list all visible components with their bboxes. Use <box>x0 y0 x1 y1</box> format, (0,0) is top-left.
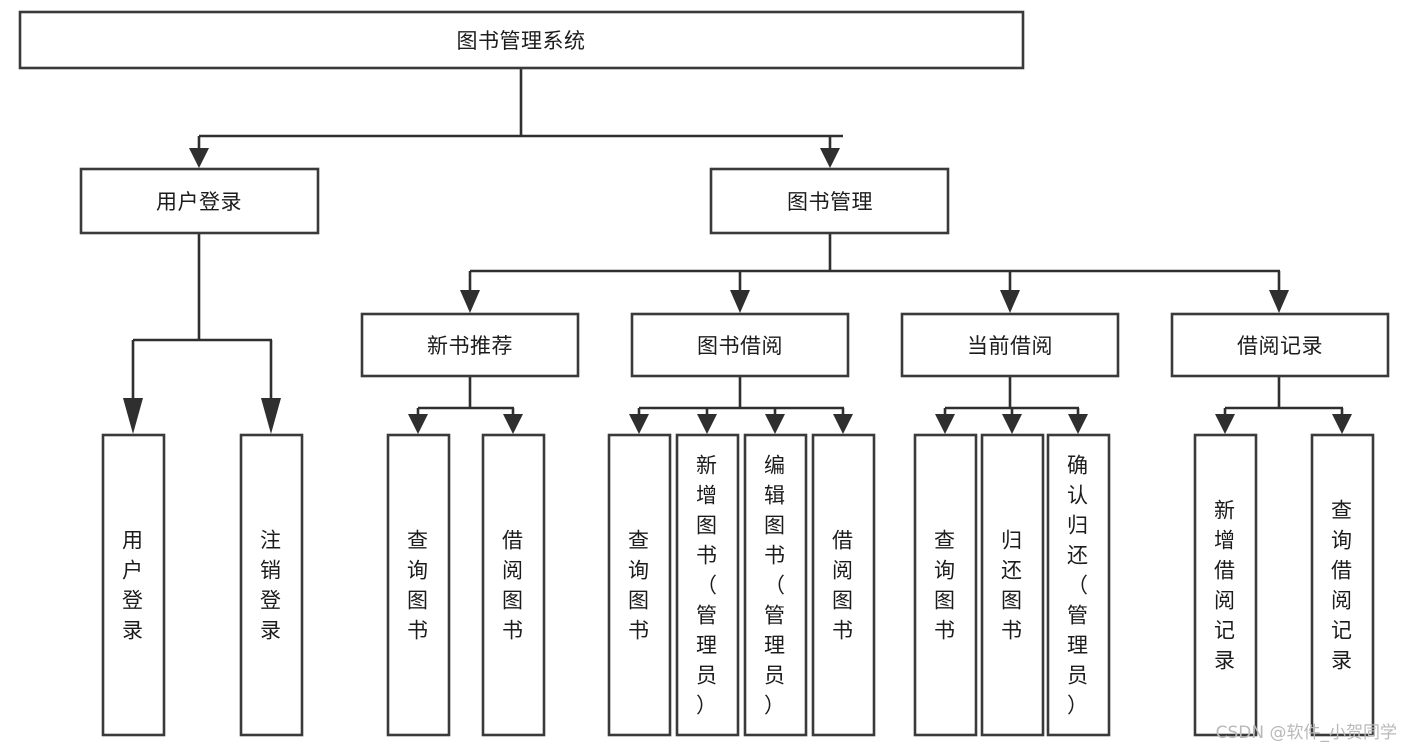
node-root[interactable]: 图书管理系统 <box>18 10 1025 70</box>
node-leaf-confirm-return-label: 确认归还（管理员） <box>1067 454 1089 718</box>
node-leaf-edit-book[interactable]: 编辑图书（管理员） <box>743 433 808 737</box>
arrow-head-leaf-return-book <box>1002 414 1022 434</box>
node-borrow-record-box[interactable] <box>1170 312 1390 378</box>
node-book-borrow[interactable]: 图书借阅 <box>630 312 850 378</box>
arrow-head-new-book-rec <box>460 290 480 313</box>
node-leaf-add-record[interactable]: 新增借阅记录 <box>1193 433 1258 737</box>
node-new-book-rec[interactable]: 新书推荐 <box>360 312 580 378</box>
node-leaf-add-record-box[interactable] <box>1193 433 1258 737</box>
node-leaf-query-record-box[interactable] <box>1310 433 1375 737</box>
node-leaf-user-login-box[interactable] <box>101 433 166 737</box>
node-new-book-rec-box[interactable] <box>360 312 580 378</box>
node-leaf-confirm-return-box[interactable] <box>1046 433 1111 737</box>
arrow-head-leaf-add-book <box>697 414 717 434</box>
node-leaf-edit-book-label: 编辑图书（管理员） <box>764 454 786 718</box>
node-leaf-query-record-label: 查询借阅记录 <box>1331 499 1353 673</box>
node-leaf-confirm-return[interactable]: 确认归还（管理员） <box>1046 433 1111 737</box>
node-current-borrow-label: 当前借阅 <box>967 334 1053 358</box>
arrow-head-leaf-confirm-return <box>1068 414 1088 434</box>
node-book-manage-label: 图书管理 <box>787 190 873 214</box>
arrow-head-leaf-query-book-1 <box>408 414 428 434</box>
arrow-head-leaf-edit-book <box>765 414 785 434</box>
node-leaf-query-book-3-box[interactable] <box>913 433 978 737</box>
arrow-head-leaf-query-book-3 <box>935 414 955 434</box>
node-leaf-logout[interactable]: 注销登录 <box>239 433 304 737</box>
node-leaf-user-login[interactable]: 用户登录 <box>101 433 166 737</box>
arrow-head-leaf-logout <box>261 398 281 434</box>
node-leaf-query-book-3[interactable]: 查询图书 <box>913 433 978 737</box>
node-leaf-borrow-book-2[interactable]: 借阅图书 <box>811 433 876 737</box>
arrow-head-current-borrow <box>1000 290 1020 313</box>
node-book-borrow-box[interactable] <box>630 312 850 378</box>
node-leaf-return-book[interactable]: 归还图书 <box>980 433 1045 737</box>
node-leaf-borrow-book-1[interactable]: 借阅图书 <box>481 433 546 737</box>
node-new-book-rec-label: 新书推荐 <box>427 334 513 358</box>
csdn-watermark: CSDN @软件_小贺同学 <box>1215 723 1397 743</box>
arrow-head-leaf-query-book-2 <box>629 414 649 434</box>
arrow-head-leaf-add-record <box>1215 414 1235 434</box>
node-leaf-borrow-book-1-label: 借阅图书 <box>502 529 524 643</box>
node-borrow-record[interactable]: 借阅记录 <box>1170 312 1390 378</box>
node-current-borrow[interactable]: 当前借阅 <box>900 312 1120 378</box>
node-leaf-logout-label: 注销登录 <box>260 529 282 643</box>
node-root-label: 图书管理系统 <box>457 29 586 53</box>
node-leaf-query-book-1-box[interactable] <box>386 433 451 737</box>
node-leaf-user-login-label: 用户登录 <box>122 529 144 643</box>
node-borrow-record-label: 借阅记录 <box>1237 334 1323 358</box>
node-user-login-box[interactable] <box>79 167 320 235</box>
node-current-borrow-box[interactable] <box>900 312 1120 378</box>
node-leaf-edit-book-box[interactable] <box>743 433 808 737</box>
arrow-head-leaf-user-login <box>123 398 143 434</box>
node-leaf-query-book-2-box[interactable] <box>607 433 672 737</box>
node-book-manage[interactable]: 图书管理 <box>709 167 950 235</box>
arrow-head-leaf-borrow-book-2 <box>833 414 853 434</box>
node-user-login-label: 用户登录 <box>156 190 242 214</box>
node-leaf-logout-box[interactable] <box>239 433 304 737</box>
arrow-head-leaf-borrow-book-1 <box>503 414 523 434</box>
node-leaf-query-book-2-label: 查询图书 <box>628 529 650 643</box>
node-user-login[interactable]: 用户登录 <box>79 167 320 235</box>
node-leaf-borrow-book-1-box[interactable] <box>481 433 546 737</box>
arrow-head-borrow-record <box>1269 290 1289 313</box>
node-leaf-add-book-label: 新增图书（管理员） <box>696 454 718 718</box>
arrow-head-leaf-query-record <box>1332 414 1352 434</box>
node-leaf-return-book-box[interactable] <box>980 433 1045 737</box>
node-leaf-add-book[interactable]: 新增图书（管理员） <box>675 433 740 737</box>
connector-layer <box>123 69 1352 434</box>
node-leaf-query-book-2[interactable]: 查询图书 <box>607 433 672 737</box>
node-leaf-query-book-1[interactable]: 查询图书 <box>386 433 451 737</box>
node-leaf-add-record-label: 新增借阅记录 <box>1214 499 1236 673</box>
node-leaf-borrow-book-2-box[interactable] <box>811 433 876 737</box>
node-leaf-add-book-box[interactable] <box>675 433 740 737</box>
arrow-head-user-login <box>189 148 209 168</box>
node-leaf-borrow-book-2-label: 借阅图书 <box>832 529 854 643</box>
node-root-box[interactable] <box>18 10 1025 70</box>
arrow-head-book-borrow <box>730 290 750 313</box>
arrow-head-book-manage <box>820 148 840 168</box>
node-book-manage-box[interactable] <box>709 167 950 235</box>
node-leaf-return-book-label: 归还图书 <box>1001 529 1023 643</box>
node-book-borrow-label: 图书借阅 <box>697 334 783 358</box>
node-leaf-query-book-1-label: 查询图书 <box>407 529 429 643</box>
node-leaf-query-record[interactable]: 查询借阅记录 <box>1310 433 1375 737</box>
node-leaf-query-book-3-label: 查询图书 <box>934 529 956 643</box>
